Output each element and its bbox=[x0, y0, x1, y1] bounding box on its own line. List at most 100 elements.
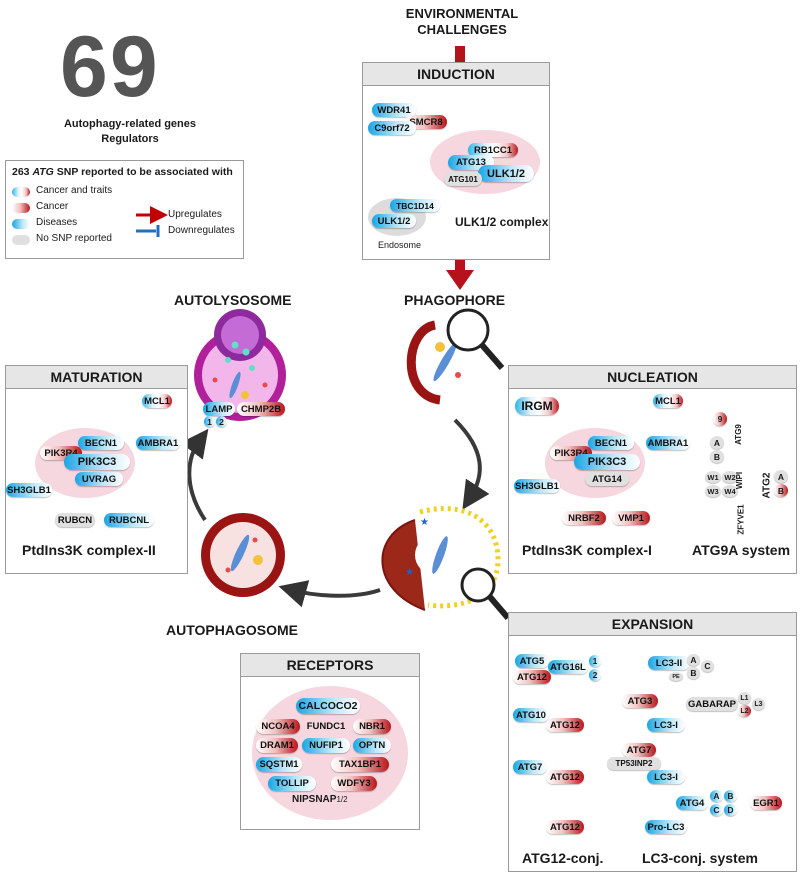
cycle-arrow-phagophore-to-expansion bbox=[453, 418, 490, 510]
gene-c9orf72: C9orf72 bbox=[368, 121, 416, 135]
expansion-caption-2: LC3-conj. system bbox=[642, 850, 758, 866]
rec-gene-wdfy3: WDFY3 bbox=[331, 776, 377, 791]
gene-atg101: ATG101 bbox=[444, 172, 482, 186]
legend-swatch-none bbox=[12, 235, 30, 245]
expansion-title: EXPANSION bbox=[509, 613, 796, 636]
gene-ulk1-2: ULK1/2 bbox=[478, 165, 534, 182]
exp-gene-atg12-2: ATG12 bbox=[546, 718, 584, 732]
mat-gene-rubcnl: RUBCNL bbox=[104, 513, 154, 527]
exp-lc3-c: C bbox=[701, 660, 714, 672]
nucleation-title: NUCLEATION bbox=[509, 366, 796, 389]
autophagosome-image bbox=[201, 513, 285, 597]
wipi-w1: W1 bbox=[705, 471, 721, 483]
mat-gene-rubcn: RUBCN bbox=[55, 513, 95, 527]
legend-swatch-cancer bbox=[12, 203, 30, 213]
stage-autophagosome: AUTOPHAGOSOME bbox=[166, 622, 298, 638]
cycle-arrow-to-autolysosome bbox=[180, 428, 209, 522]
gene-rb1cc1: RB1CC1 bbox=[468, 143, 518, 157]
mat-gene-pik3c3: PIK3C3 bbox=[64, 454, 130, 470]
atg2-b: B bbox=[774, 484, 788, 497]
mat-gene-becn1: BECN1 bbox=[78, 436, 124, 450]
rec-gene-nbr1: NBR1 bbox=[353, 719, 391, 734]
nuc-gene-becn1: BECN1 bbox=[588, 436, 634, 450]
rec-gene-nipsnap: NIPSNAP1/2 bbox=[292, 794, 348, 805]
legend-title: 263 ATG SNP reported to be associated wi… bbox=[12, 166, 233, 178]
rec-gene-sqstm1: SQSTM1 bbox=[256, 757, 302, 772]
exp-lc3-b: B bbox=[687, 667, 700, 679]
exp-gene-gabarap: GABARAP bbox=[686, 697, 738, 711]
legend-downregulates: Downregulates bbox=[168, 225, 235, 236]
rec-gene-calcoco2: CALCOCO2 bbox=[296, 698, 360, 714]
rec-gene-optn: OPTN bbox=[353, 738, 391, 753]
phagophore-arrow bbox=[446, 256, 474, 290]
exp-pe: PE bbox=[669, 672, 683, 681]
nuc-gene-atg14: ATG14 bbox=[585, 472, 629, 486]
autolysosome-image bbox=[194, 309, 286, 421]
legend: 263 ATG SNP reported to be associated wi… bbox=[5, 160, 244, 259]
rec-gene-tax1bp1: TAX1BP1 bbox=[331, 757, 389, 772]
exp-gene-lc3-i-upper: LC3-I bbox=[647, 718, 685, 732]
receptors-title: RECEPTORS bbox=[241, 654, 419, 677]
rec-gene-tollip: TOLLIP bbox=[268, 776, 316, 791]
legend-item-cancer-traits: Cancer and traits bbox=[36, 185, 113, 196]
exp-gene-atg7-lc3: ATG7 bbox=[622, 743, 656, 757]
legend-swatch-both bbox=[12, 187, 30, 197]
nucleation-caption-2: ATG9A system bbox=[692, 542, 791, 558]
nuc-gene-pik3c3: PIK3C3 bbox=[574, 454, 640, 470]
cycle-arrow-to-autophagosome bbox=[278, 580, 381, 608]
exp-gabarap-l3: L3 bbox=[752, 698, 765, 710]
exp-gene-atg5: ATG5 bbox=[515, 654, 549, 668]
exp-atg16l-sub-1: 1 bbox=[589, 655, 601, 667]
zfyve1-label: ZFYVE1 bbox=[736, 504, 746, 535]
mat-gene-sh3glb1: SH3GLB1 bbox=[6, 483, 52, 497]
gene-count: 69 bbox=[60, 19, 160, 115]
atg9-b: B bbox=[710, 450, 724, 463]
gene-count-caption-1: Autophagy-related genes bbox=[63, 118, 197, 130]
mat-gene-ambra1: AMBRA1 bbox=[136, 436, 180, 450]
env-challenges-2: CHALLENGES bbox=[417, 22, 507, 37]
svg-text:★: ★ bbox=[420, 517, 429, 528]
exp-atg4-a: A bbox=[710, 790, 723, 802]
atg2-label: ATG2 bbox=[761, 472, 773, 499]
atg9-a: A bbox=[710, 436, 724, 449]
atg2-a: A bbox=[774, 470, 788, 483]
wipi-w3: W3 bbox=[705, 485, 721, 497]
legend-item-cancer: Cancer bbox=[36, 201, 69, 212]
expansion-caption-1: ATG12-conj. bbox=[522, 850, 604, 866]
env-challenges-1: ENVIRONMENTAL bbox=[405, 6, 519, 21]
phagophore-image bbox=[406, 308, 505, 405]
rec-gene-ncoa4: NCOA4 bbox=[256, 719, 300, 734]
legend-item-diseases: Diseases bbox=[36, 217, 78, 228]
exp-atg4-b: B bbox=[724, 790, 737, 802]
gene-ulk1-2-endosome: ULK1/2 bbox=[372, 214, 416, 228]
gene-chmp2b: CHMP2B bbox=[237, 402, 285, 416]
maturation-title: MATURATION bbox=[6, 366, 187, 389]
legend-swatch-disease bbox=[12, 219, 30, 229]
stage-autolysosome: AUTOLYSOSOME bbox=[174, 292, 292, 308]
gene-count-caption-2: Regulators bbox=[101, 133, 159, 145]
exp-atg4-c: C bbox=[710, 804, 723, 816]
nuc-gene-mcl1: MCL1 bbox=[653, 394, 683, 408]
exp-atg16l-sub-2: 2 bbox=[589, 669, 601, 681]
exp-gene-egr1: EGR1 bbox=[750, 796, 782, 810]
exp-atg4-d: D bbox=[724, 804, 737, 816]
stage-phagophore: PHAGOPHORE bbox=[404, 292, 506, 308]
mat-gene-mcl1: MCL1 bbox=[142, 394, 172, 408]
exp-gabarap-l1: L1 bbox=[738, 692, 751, 704]
gene-lamp: LAMP bbox=[203, 402, 235, 416]
gene-tbc1d14: TBC1D14 bbox=[390, 199, 440, 212]
rec-gene-dram1: DRAM1 bbox=[256, 738, 298, 753]
exp-gabarap-l2: L2 bbox=[738, 705, 751, 717]
exp-gene-atg7: ATG7 bbox=[513, 760, 547, 774]
exp-gene-tp53inp2: TP53INP2 bbox=[607, 757, 661, 770]
rec-gene-fundc1: FUNDC1 bbox=[306, 721, 346, 732]
exp-gene-lc3-i-lower: LC3-I bbox=[647, 770, 685, 784]
expanding-phagophore-image: ★ ★ ★ bbox=[381, 506, 511, 620]
nuc-gene-nrbf2: NRBF2 bbox=[562, 511, 606, 525]
legend-item-none: No SNP reported bbox=[36, 233, 112, 244]
wipi-w4: W4 bbox=[722, 485, 738, 497]
lamp-sub-1: 1 bbox=[204, 416, 215, 427]
maturation-caption: PtdIns3K complex-II bbox=[22, 542, 156, 558]
exp-gene-pro-lc3: Pro-LC3 bbox=[645, 820, 687, 834]
svg-text:★: ★ bbox=[405, 567, 414, 578]
